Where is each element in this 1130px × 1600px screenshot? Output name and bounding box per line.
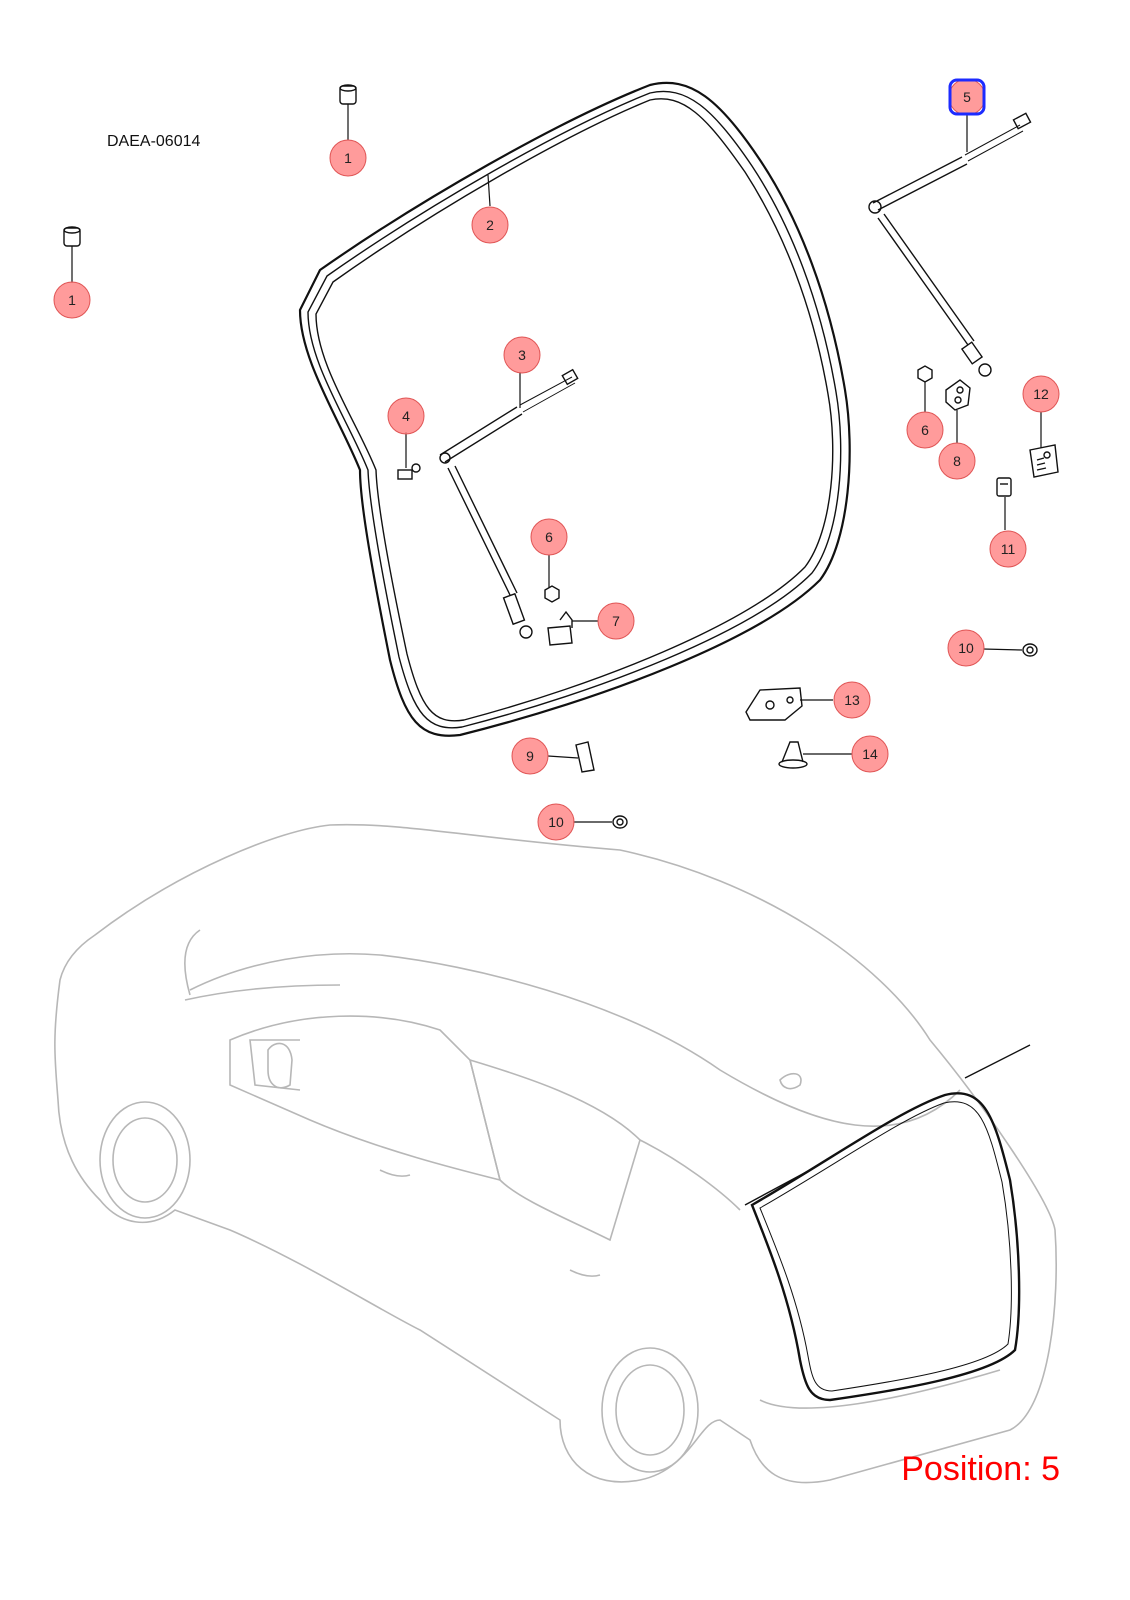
striker-7 bbox=[547, 610, 573, 646]
callout-c5[interactable]: 5 bbox=[948, 78, 986, 116]
callout-number: 3 bbox=[518, 347, 526, 363]
callout-circle bbox=[1022, 375, 1060, 413]
callout-number: 6 bbox=[545, 529, 553, 545]
callout-c10a[interactable]: 10 bbox=[947, 629, 985, 667]
callout-c11[interactable]: 11 bbox=[989, 530, 1027, 568]
callout-circle bbox=[947, 629, 985, 667]
callout-c9[interactable]: 9 bbox=[511, 737, 549, 775]
callout-c3[interactable]: 3 bbox=[503, 336, 541, 374]
callout-number: 10 bbox=[548, 814, 564, 830]
callout-number: 1 bbox=[344, 150, 352, 166]
module-12 bbox=[1029, 444, 1059, 478]
callout-number: 12 bbox=[1033, 386, 1049, 402]
callout-c6b[interactable]: 6 bbox=[906, 411, 944, 449]
bumper-stop-1a bbox=[339, 84, 357, 105]
weatherstrip-seal bbox=[298, 81, 851, 737]
callout-c1a[interactable]: 1 bbox=[329, 139, 367, 177]
nut-6b bbox=[917, 365, 933, 383]
callout-circle bbox=[906, 411, 944, 449]
callout-number: 4 bbox=[402, 408, 410, 424]
vehicle-outline bbox=[54, 823, 1057, 1484]
callout-c6a[interactable]: 6 bbox=[530, 518, 568, 556]
callout-number: 7 bbox=[612, 613, 620, 629]
nut-6a bbox=[544, 585, 560, 603]
ball-stud-left bbox=[397, 463, 421, 480]
leader-lines bbox=[71, 104, 1042, 823]
bumper-stop-1b bbox=[63, 226, 81, 247]
callout-c7[interactable]: 7 bbox=[597, 602, 635, 640]
callout-circle bbox=[503, 336, 541, 374]
callout-number: 6 bbox=[921, 422, 929, 438]
callout-circle bbox=[597, 602, 635, 640]
position-indicator: Position: 5 bbox=[901, 1450, 1060, 1488]
handle-14 bbox=[778, 741, 808, 769]
gas-strut-right bbox=[868, 112, 1032, 377]
callout-number: 11 bbox=[1001, 541, 1016, 557]
switch-11 bbox=[996, 477, 1012, 497]
cover-9 bbox=[575, 741, 595, 773]
callout-circle bbox=[537, 803, 575, 841]
callout-c4[interactable]: 4 bbox=[387, 397, 425, 435]
callout-circle bbox=[387, 397, 425, 435]
callout-number: 5 bbox=[963, 89, 971, 105]
callout-c2[interactable]: 2 bbox=[471, 206, 509, 244]
callout-number: 1 bbox=[68, 292, 76, 308]
callout-circle bbox=[329, 139, 367, 177]
selected-highlight bbox=[948, 78, 986, 116]
callout-circle bbox=[471, 206, 509, 244]
callout-circle bbox=[851, 735, 889, 773]
callout-circle bbox=[53, 281, 91, 319]
latch-13 bbox=[745, 687, 803, 721]
callout-c1b[interactable]: 1 bbox=[53, 281, 91, 319]
callout-circle bbox=[833, 681, 871, 719]
callout-number: 9 bbox=[526, 748, 534, 764]
callout-c14[interactable]: 14 bbox=[851, 735, 889, 773]
callout-c12[interactable]: 12 bbox=[1022, 375, 1060, 413]
callout-circle bbox=[938, 442, 976, 480]
callout-circle bbox=[530, 518, 568, 556]
callout-number: 14 bbox=[862, 746, 878, 762]
callout-number: 2 bbox=[486, 217, 494, 233]
vehicle-tailgate-seal bbox=[744, 1044, 1031, 1402]
callout-c13[interactable]: 13 bbox=[833, 681, 871, 719]
callout-number: 8 bbox=[953, 453, 961, 469]
gas-strut-left bbox=[439, 368, 579, 639]
callout-c10b[interactable]: 10 bbox=[537, 803, 575, 841]
callout-number: 13 bbox=[844, 692, 860, 708]
callout-circle bbox=[989, 530, 1027, 568]
callout-c8[interactable]: 8 bbox=[938, 442, 976, 480]
callout-circle bbox=[511, 737, 549, 775]
grommet-10a bbox=[1022, 643, 1038, 657]
bracket-8 bbox=[945, 379, 971, 411]
callout-number: 10 bbox=[958, 640, 974, 656]
diagram-code: DAEA-06014 bbox=[107, 133, 201, 150]
grommet-10b bbox=[612, 815, 628, 829]
